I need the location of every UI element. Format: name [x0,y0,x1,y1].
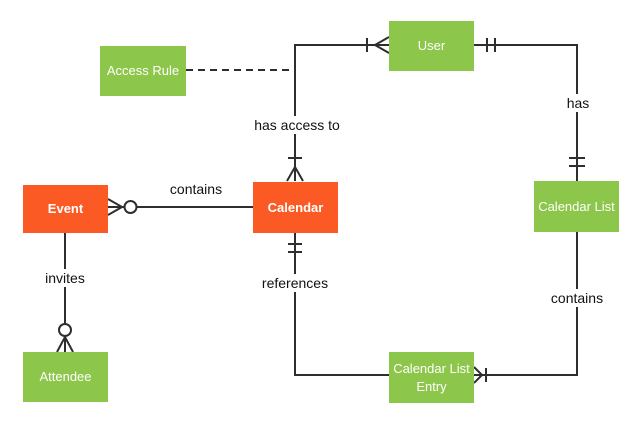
entity-calendar-list-label: Calendar List [538,198,615,214]
edge-label-invites: invites [41,269,89,287]
entity-calendar[interactable]: Calendar [253,182,338,233]
edge-has-line [474,44,578,181]
crow-foot-zero-or-many-icon [56,323,74,353]
one-and-only-one-icon [569,157,585,167]
edge-references-line [294,233,389,376]
crow-foot-one-or-many-icon [366,36,390,54]
one-and-only-one-icon [486,38,496,52]
entity-attendee[interactable]: Attendee [23,352,108,402]
edge-has-access-to [286,36,390,182]
edge-contains-list-entry-line [474,232,578,376]
one-and-only-one-icon [288,243,302,253]
entity-calendar-list-entry[interactable]: Calendar List Entry [389,352,474,403]
edge-contains-event-calendar [107,198,253,216]
entity-calendar-label: Calendar [267,199,324,215]
edge-has [474,38,585,181]
entity-access-rule[interactable]: Access Rule [100,46,186,96]
crow-foot-zero-or-many-icon [107,198,138,216]
entity-event-label: Event [47,201,84,217]
edge-label-references: references [257,274,333,292]
edge-label-has-access-to: has access to [250,116,344,134]
edge-invites [56,233,74,353]
edge-contains-list-entry [473,232,578,384]
edge-has-access-to-line [294,44,389,181]
edge-references [288,233,389,376]
entity-access-rule-label: Access Rule [106,63,180,79]
entity-user-label: User [417,38,446,54]
edge-label-has: has [562,94,594,112]
entity-calendar-list-entry-label: Calendar List Entry [393,360,470,394]
crow-foot-one-or-many-icon [286,157,304,182]
edge-label-contains-list-entry: contains [546,289,608,307]
crow-foot-one-or-many-icon [473,366,487,384]
entity-calendar-list[interactable]: Calendar List [534,181,619,232]
edge-label-contains-event-calendar: contains [165,180,227,198]
entity-user[interactable]: User [389,21,474,71]
entity-attendee-label: Attendee [39,369,92,385]
entity-event[interactable]: Event [23,185,108,233]
